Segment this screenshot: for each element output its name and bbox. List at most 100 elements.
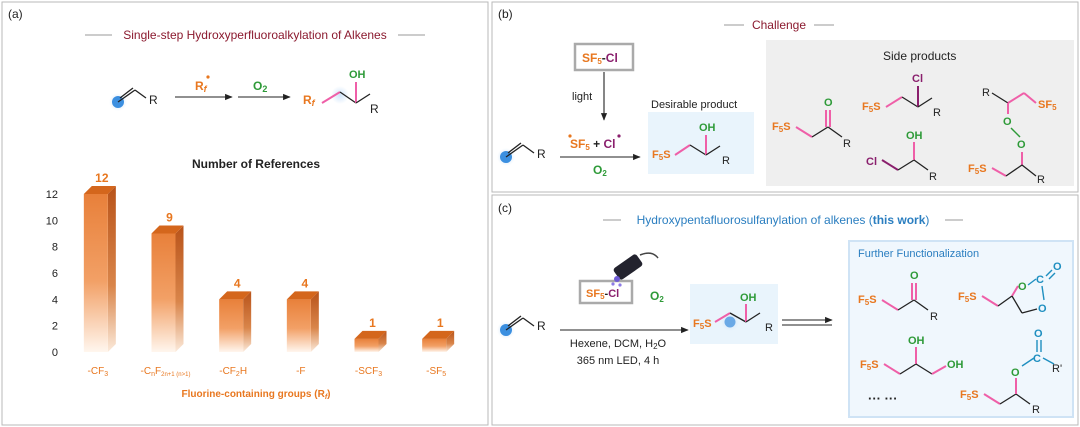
svg-text:OH: OH [699,122,716,134]
svg-text:Cl: Cl [912,73,923,85]
product-c: F5S OH R [693,292,773,334]
bar-value-label: 9 [166,211,173,225]
svg-text:O: O [910,270,919,282]
x-tick-label: -CnF2n+1 (n>1) [141,366,191,378]
side-product-chlorohydrin: Cl OH R [866,130,937,183]
y-tick-label: 10 [46,215,58,227]
svg-text:OH: OH [740,292,757,304]
svg-text:Rf: Rf [303,93,316,108]
alkene-c: R [497,315,546,339]
svg-text:R: R [722,155,730,167]
svg-text:F5S: F5S [968,163,987,176]
bar-side [107,186,116,352]
svg-text:O: O [1038,303,1047,315]
bar [219,299,244,352]
chart-xlabel: Fluorine-containing groups (Rf) [181,389,330,401]
svg-text:O: O [1017,139,1026,151]
bar-top [83,186,116,194]
svg-text:R: R [537,319,546,333]
reagent-rf: Rf [195,79,208,94]
y-tick-label: 8 [52,242,58,254]
panel-a-title: Single-step Hydroxyperfluoroalkylation o… [123,28,386,42]
sf5cl-b: SF5-Cl [582,51,618,66]
x-tick-label: -SCF3 [355,366,382,378]
bar-side [378,330,387,352]
side-product-chloride: F5S Cl R [862,73,941,119]
panel-c-label: (c) [498,201,512,215]
bar-top [151,225,184,234]
sf5cl-box-b [573,42,635,72]
panel-a-border [1,1,489,426]
svg-text:C: C [1036,274,1044,286]
svg-text:F5S: F5S [862,101,881,114]
further-carbonate: F5S O C O O [958,261,1062,315]
svg-text:R: R [149,93,158,107]
further-box [848,240,1074,418]
bar [83,194,108,352]
svg-text:SF5: SF5 [1038,99,1057,112]
svg-text:O: O [1034,328,1043,340]
y-tick-label: 0 [52,347,58,359]
svg-text:R: R [929,171,937,183]
conditions-2: 365 nm LED, 4 h [577,355,660,367]
further-ester: F5S R O C O R' [960,328,1062,416]
panel-b-title: Challenge [752,18,806,32]
svg-text:O: O [1003,116,1012,128]
sf5cl-c: SF5-Cl [586,288,619,301]
bar-top [354,330,387,339]
x-tick-label: -SF5 [426,366,446,378]
svg-text:R: R [1032,404,1040,416]
svg-text:R: R [843,138,851,150]
radical-dot-a [206,75,210,79]
desirable-box [648,112,754,174]
further-diol: F5S OH OH [860,335,964,375]
svg-text:R: R [370,102,379,116]
svg-text:Cl: Cl [866,156,877,168]
svg-text:F5S: F5S [652,149,671,162]
svg-text:F5S: F5S [860,359,879,372]
bar [354,338,379,352]
bar-value-label: 1 [369,316,376,330]
panel-c-border [491,194,1079,426]
svg-text:OH: OH [906,130,923,142]
bar [422,338,447,352]
svg-text:O: O [1018,281,1027,293]
y-tick-label: 2 [52,321,58,333]
x-tick-label: -F [296,366,305,377]
radical-dot-sf5 [568,134,572,138]
desirable-product: F5S OH R [652,122,730,167]
product-a: Rf OH R [303,69,379,116]
svg-text:F5S: F5S [772,121,791,134]
o2-c: O2 [650,289,664,304]
side-title: Side products [883,49,956,63]
svg-text:R: R [765,322,773,334]
radical-dot-cl [617,134,621,138]
svg-text:C: C [1033,353,1041,365]
panel-c-title: Hydroxypentafluorosulfanylation of alken… [637,213,930,227]
svg-text:O: O [1011,367,1020,379]
svg-text:F5S: F5S [693,318,712,331]
y-tick-label: 12 [46,189,58,201]
desirable-title: Desirable product [651,99,737,111]
further-title: Further Functionalization [858,248,979,260]
bar [286,299,311,352]
bar-top [422,330,455,339]
bar-value-label: 1 [437,316,444,330]
side-product-peroxide: R SF5 O O F5S R [968,87,1057,186]
svg-text:R: R [930,311,938,323]
side-product-ketone: F5S O R [772,97,851,150]
y-tick-label: 4 [52,294,58,306]
svg-text:O: O [1053,261,1062,273]
sf5cl-box-c [578,279,634,305]
svg-text:OH: OH [349,69,366,81]
bar-top [219,291,252,300]
svg-text:O: O [824,97,833,109]
svg-text:OH: OH [908,335,925,347]
alkene-b: R [497,142,546,166]
light-label: light [572,91,592,103]
o2-b: O2 [593,163,607,178]
led-lamp-icon [611,252,659,287]
further-ellipsis: ··· ··· [868,391,898,406]
